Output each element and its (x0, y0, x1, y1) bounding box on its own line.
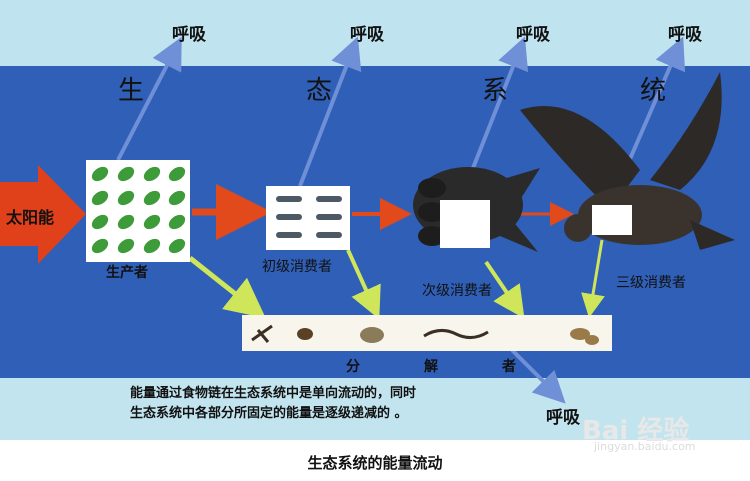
secondary-consumer-birds (413, 167, 540, 252)
solar-energy-label: 太阳能 (6, 208, 55, 227)
respiration-label-tertiary: 呼吸 (668, 25, 702, 45)
sky-background-top (0, 0, 750, 66)
decomposer-strip (242, 315, 612, 351)
respiration-label-secondary: 呼吸 (516, 25, 550, 45)
respiration-arrow-primary (298, 36, 362, 187)
decomposer-char-2: 解 (424, 359, 438, 375)
secondary-consumer-label: 次级消费者 (422, 283, 492, 299)
watermark-url: jingyan.baidu.com (594, 440, 696, 453)
decompose-arrow-tertiary (581, 239, 605, 318)
title-char-4: 统 (640, 76, 667, 106)
respiration-arrow-decomposer (510, 348, 566, 404)
title-char-1: 生 (118, 76, 145, 106)
decompose-arrow-producer (188, 256, 266, 319)
figure-caption: 生态系统的能量流动 (307, 454, 443, 472)
producer-leaves (86, 160, 190, 262)
caption-area (0, 440, 750, 481)
decomposer-char-3: 者 (502, 359, 516, 375)
respiration-label-primary: 呼吸 (350, 25, 384, 45)
primary-consumer-label: 初级消费者 (262, 259, 332, 275)
respiration-arrow-producer (116, 36, 182, 161)
title-char-2: 态 (306, 76, 333, 106)
title-char-3: 系 (482, 76, 509, 106)
sky-background-bottom (0, 378, 750, 440)
primary-consumer-caterpillars (266, 186, 350, 250)
note-line-1: 能量通过食物链在生态系统中是单向流动的，同时 (130, 386, 417, 401)
decompose-arrow-secondary (484, 260, 525, 319)
tertiary-consumer-hawk (520, 72, 735, 250)
producer-label: 生产者 (106, 265, 148, 281)
solar-energy-arrow (0, 165, 86, 264)
tertiary-consumer-label: 三级消费者 (616, 275, 686, 291)
decomposer-char-1: 分 (346, 359, 360, 375)
respiration-label-decomposer: 呼吸 (546, 408, 580, 428)
note-line-2: 生态系统中各部分所固定的能量是逐级递减的 。 (130, 406, 408, 421)
explanation-note: 能量通过食物链在生态系统中是单向流动的，同时 生态系统中各部分所固定的能量是逐级… (130, 384, 550, 424)
respiration-label-producer: 呼吸 (172, 25, 206, 45)
decompose-arrow-primary (346, 249, 381, 320)
watermark-logo: Bai 经验 (582, 416, 690, 446)
